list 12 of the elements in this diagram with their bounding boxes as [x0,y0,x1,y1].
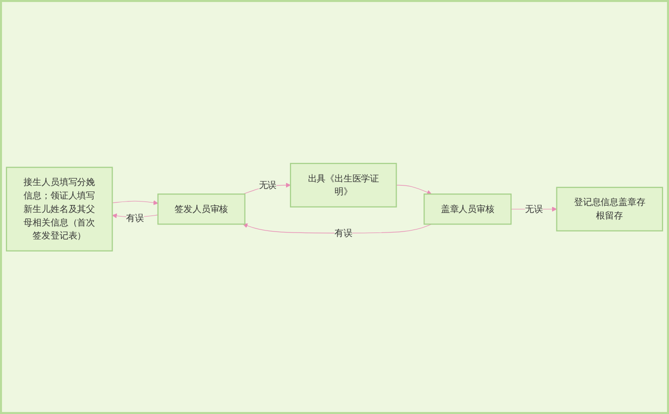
arrow [242,223,432,234]
node-box: 签发人员审核 [157,193,246,225]
node-box: 出具《出生医学证明》 [290,162,397,208]
edge-label: 无误 [524,203,543,214]
arrow [112,200,158,205]
node-box: 登记息信息盖章存根留存 [556,186,664,232]
node-box: 接生人员填写分娩信息；领证人填写新生儿姓名及其父母相关信息（首次签发登记表） [6,166,113,252]
arrow [396,184,432,194]
edge-label: 有误 [334,227,352,238]
node-box: 盖章人员审核 [424,193,512,225]
edge-label: 无误 [258,179,277,190]
edge-label: 有误 [126,212,144,223]
